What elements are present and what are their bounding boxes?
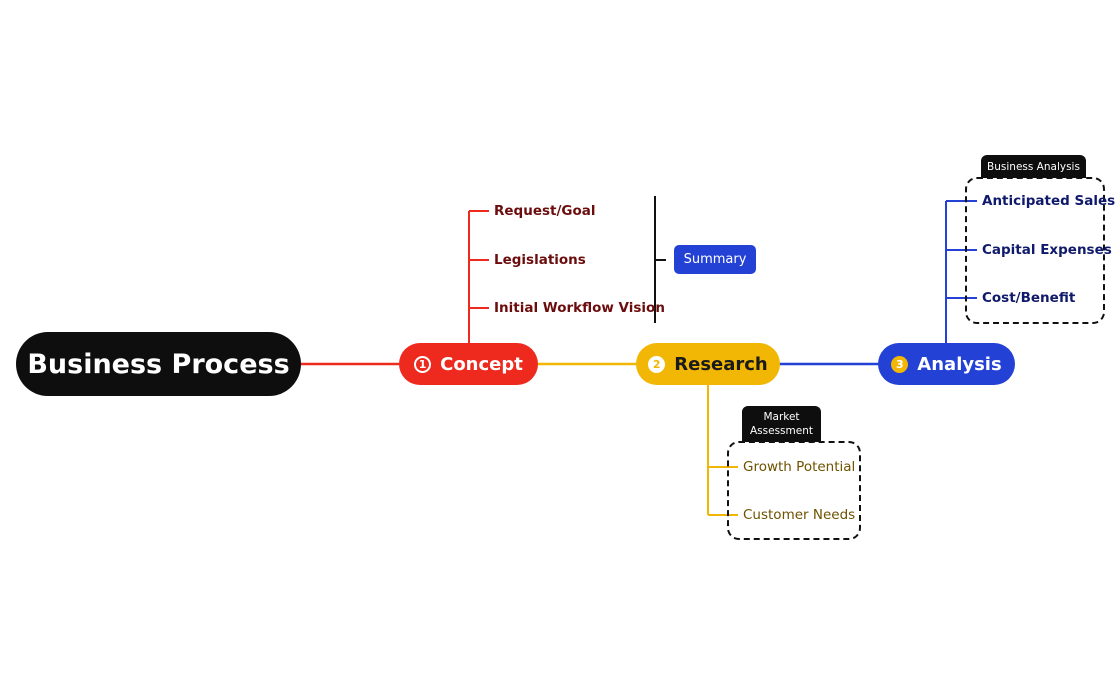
topic-concept-label: Concept (440, 353, 523, 375)
subtopic-cost-benefit[interactable]: Cost/Benefit (982, 290, 1076, 306)
topic-concept[interactable]: 1 Concept (399, 343, 538, 385)
subtopic-capital-expenses[interactable]: Capital Expenses (982, 242, 1112, 258)
research-children-connectors (707, 384, 738, 516)
analysis-children-connectors (945, 200, 977, 344)
topic-research[interactable]: 2 Research (636, 343, 780, 385)
subtopic-legislations[interactable]: Legislations (494, 252, 586, 268)
concept-children-connectors (468, 210, 489, 344)
topic-analysis-label: Analysis (917, 353, 1002, 375)
market-assessment-group-tag: Market Assessment (742, 406, 821, 442)
subtopic-initial-workflow-vision[interactable]: Initial Workflow Vision (494, 300, 665, 316)
summary-bracket (654, 196, 666, 323)
topic-analysis[interactable]: 3 Analysis (878, 343, 1015, 385)
subtopic-request-goal[interactable]: Request/Goal (494, 203, 596, 219)
subtopic-customer-needs[interactable]: Customer Needs (743, 507, 856, 523)
root-topic-business-process[interactable]: Business Process (16, 332, 301, 396)
subtopic-growth-potential[interactable]: Growth Potential (743, 459, 856, 475)
subtopic-anticipated-sales[interactable]: Anticipated Sales (982, 193, 1116, 209)
root-topic-label: Business Process (27, 348, 290, 380)
summary-topic[interactable]: Summary (674, 245, 756, 274)
business-analysis-group-label: Business Analysis (987, 160, 1080, 173)
research-number-badge: 2 (648, 355, 666, 373)
summary-label: Summary (683, 252, 747, 267)
business-analysis-group-boundary[interactable] (965, 177, 1105, 324)
analysis-number-badge: 3 (891, 355, 909, 373)
market-assessment-group-label: Market Assessment (750, 411, 813, 437)
market-assessment-group-boundary[interactable] (727, 441, 861, 540)
concept-number-badge: 1 (414, 355, 432, 373)
topic-research-label: Research (674, 353, 768, 375)
business-analysis-group-tag: Business Analysis (981, 155, 1086, 178)
